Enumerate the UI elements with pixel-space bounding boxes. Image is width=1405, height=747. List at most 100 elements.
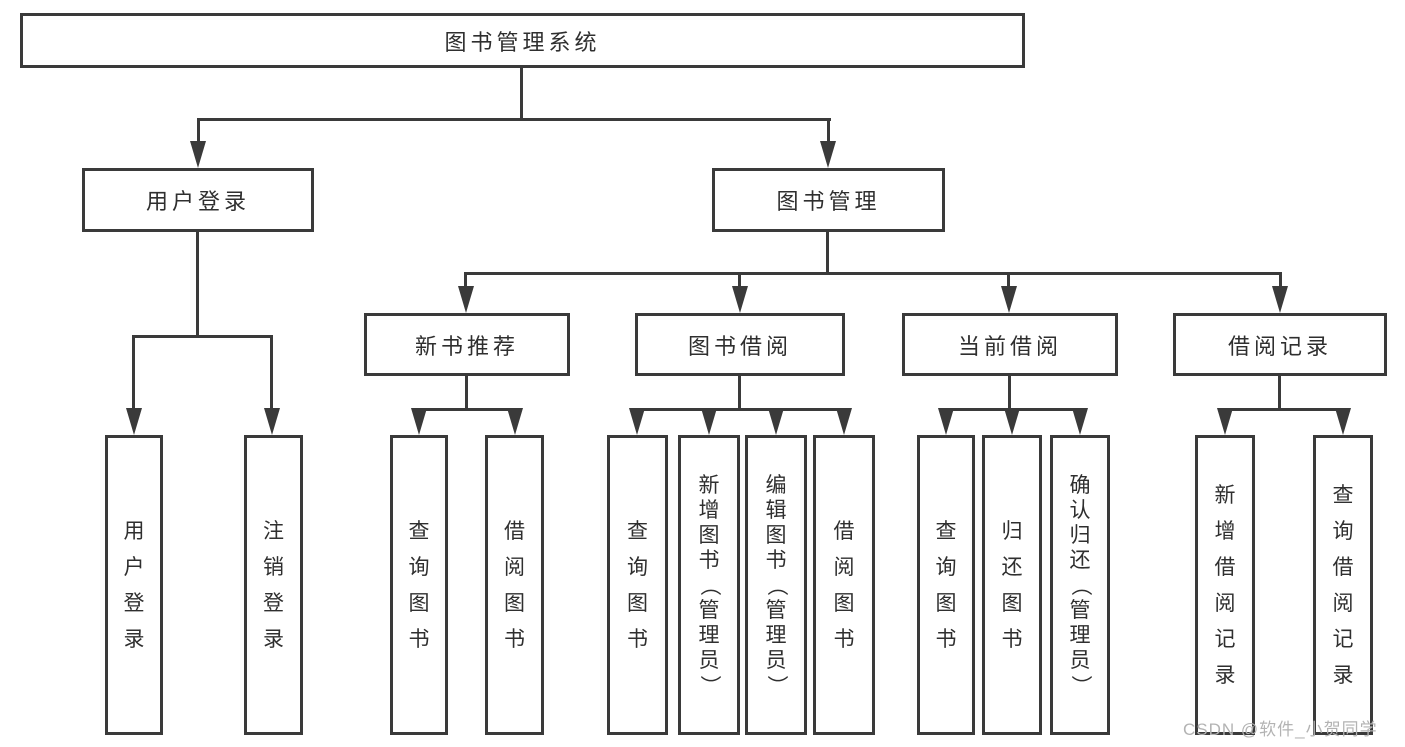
vertical-label-char: 录 [263,627,284,651]
vertical-label-char: 理 [698,623,720,647]
vertical-label-char: 查 [935,519,957,543]
connector-line [738,272,741,290]
node-book-management: 图书管理 [712,168,945,232]
arrowhead-down [126,408,142,435]
arrowhead-down [768,408,784,435]
vertical-label-char: 新 [698,473,720,497]
leaf-confirm-return-admin: 确认归还（管理员） [1050,435,1110,735]
arrowhead-down [1335,408,1351,435]
leaf-borrow-books-recommend: 借阅图书 [485,435,544,735]
vertical-label-char: 阅 [1214,591,1236,615]
arrowhead-down [190,141,206,168]
vertical-label-char: （ [697,574,721,596]
connector-line [197,118,831,121]
arrowhead-down [1272,286,1288,313]
leaf-user-login: 用户登录 [105,435,163,735]
connector-line [464,272,1282,275]
vertical-label-char: ） [764,674,788,696]
arrowhead-down [836,408,852,435]
vertical-label-char: 员 [1069,648,1091,672]
vertical-label-char: 书 [627,627,648,651]
arrowhead-down [732,286,748,313]
vertical-label-char: 辑 [765,498,787,522]
vertical-label-char: 书 [504,627,525,651]
arrowhead-down [1001,286,1017,313]
vertical-label-char: 书 [765,548,787,572]
vertical-label-char: 员 [698,648,720,672]
connector-line [1278,376,1281,410]
leaf-borrow-books: 借阅图书 [813,435,875,735]
arrowhead-down [629,408,645,435]
leaf-edit-books-admin: 编辑图书（管理员） [745,435,807,735]
node-borrowing-records: 借阅记录 [1173,313,1387,376]
vertical-label-char: 询 [627,555,648,579]
vertical-label-char: 记 [1332,627,1354,651]
vertical-label-char: 销 [263,555,284,579]
arrowhead-down [264,408,280,435]
connector-line [270,335,273,410]
csdn-watermark: CSDN @软件_小贺同学 [1183,720,1378,739]
arrowhead-down [820,141,836,168]
vertical-label-char: 登 [123,591,145,615]
vertical-label-char: 阅 [504,555,525,579]
arrowhead-down [1072,408,1088,435]
connector-line [636,408,846,411]
leaf-logout: 注销登录 [244,435,303,735]
vertical-label-char: 录 [1332,663,1354,687]
vertical-label-char: 图 [765,523,787,547]
leaf-query-books-borrow: 查询图书 [607,435,668,735]
vertical-label-char: 编 [765,473,787,497]
vertical-label-char: 书 [698,548,720,572]
connector-line [196,232,199,337]
arrowhead-down [1217,408,1233,435]
connector-line [1224,408,1345,411]
connector-line [520,68,523,120]
vertical-label-char: 借 [504,519,525,543]
vertical-label-char: 图 [698,523,720,547]
vertical-label-char: 图 [935,591,957,615]
leaf-return-books: 归还图书 [982,435,1042,735]
vertical-label-char: 书 [833,627,855,651]
vertical-label-char: 记 [1214,627,1236,651]
connector-line [132,335,135,410]
connector-line [464,272,467,290]
vertical-label-char: 增 [1214,519,1236,543]
vertical-label-char: 理 [1069,623,1091,647]
arrowhead-down [701,408,717,435]
vertical-label-char: 查 [627,519,648,543]
vertical-label-char: 图 [408,591,430,615]
vertical-label-char: 归 [1069,523,1091,547]
vertical-label-char: 员 [765,648,787,672]
vertical-label-char: （ [764,574,788,596]
node-library-management-system: 图书管理系统 [20,13,1025,68]
vertical-label-char: 阅 [833,555,855,579]
connector-line [827,118,830,146]
vertical-label-char: ） [697,674,721,696]
vertical-label-char: 理 [765,623,787,647]
vertical-label-char: 询 [1332,519,1354,543]
arrowhead-down [411,408,427,435]
vertical-label-char: 户 [123,555,145,579]
connector-line [197,118,200,146]
vertical-label-char: 查 [408,519,430,543]
node-book-borrowing: 图书借阅 [635,313,845,376]
vertical-label-char: 认 [1069,498,1091,522]
arrowhead-down [458,286,474,313]
vertical-label-char: 归 [1001,519,1023,543]
vertical-label-char: 阅 [1332,591,1354,615]
connector-line [1279,272,1282,290]
arrowhead-down [507,408,523,435]
vertical-label-char: 书 [935,627,957,651]
vertical-label-char: 管 [1069,598,1091,622]
connector-line [826,232,829,274]
vertical-label-char: 查 [1332,483,1354,507]
connector-line [418,408,517,411]
vertical-label-char: 新 [1214,483,1236,507]
arrowhead-down [938,408,954,435]
leaf-add-borrow-record: 新增借阅记录 [1195,435,1255,735]
leaf-add-books-admin: 新增图书（管理员） [678,435,740,735]
connector-line [738,376,741,410]
vertical-label-char: （ [1068,574,1092,596]
vertical-label-char: ） [1068,674,1092,696]
